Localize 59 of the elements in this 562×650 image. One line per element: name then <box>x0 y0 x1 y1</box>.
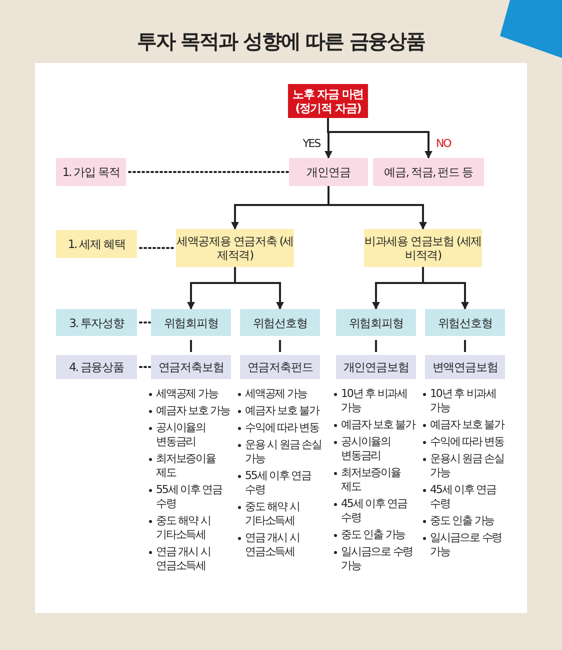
bullet-text: 45세 이후 연금 수령 <box>430 483 498 511</box>
connector-line <box>375 340 377 352</box>
edge-label: YES <box>302 138 320 149</box>
label-box: 개인연금 <box>289 158 368 186</box>
bullet-text: 연금 개시 시 연금소득세 <box>156 545 212 573</box>
bullet-text: 공시이율의 변동금리 <box>341 435 392 463</box>
label-box: 위험선호형 <box>240 309 320 336</box>
connector-line <box>190 340 192 352</box>
label-box: 위험회피형 <box>151 309 231 336</box>
connector-line <box>279 340 281 352</box>
label-box: 개인연금보험 <box>336 355 416 379</box>
bullet-text: 45세 이후 연금 수령 <box>341 497 408 525</box>
label-box: 위험선호형 <box>425 309 505 336</box>
bullet-text: 중도 해약 시 기타소득세 <box>245 500 300 528</box>
start-box: 노후 자금 마련 (정기적 자금) <box>288 84 368 118</box>
dotted-line <box>139 366 151 368</box>
label-box: 연금저축펀드 <box>240 355 320 379</box>
bullet-text: 운용시 원금 손실 가능 <box>430 452 505 480</box>
arrow <box>234 267 284 310</box>
label-box: 예금, 적금, 펀드 등 <box>373 158 484 186</box>
bullet-text: 55세 이후 연금 수령 <box>156 483 224 511</box>
connector-line <box>464 340 466 352</box>
bullet-text: 공시이율의 변동금리 <box>156 421 206 449</box>
label-box: 1. 가입 목적 <box>56 158 126 186</box>
bullet-text: 최저보증이율 제도 <box>156 452 217 480</box>
bullet-text: 예금자 보호 불가 <box>341 418 415 432</box>
bullet-text: 중도 인출 가능 <box>430 514 494 528</box>
bullet-text: 예금자 보호 불가 <box>430 418 504 432</box>
bullet-text: 세액공제 가능 <box>156 387 218 401</box>
label-box: 1. 세제 혜택 <box>56 230 137 258</box>
edge-label: NO <box>436 138 452 149</box>
bullet-text: 세액공제 가능 <box>245 387 307 401</box>
bullet-text: 수익에 따라 변동 <box>245 421 319 435</box>
label-box: 비과세용 연금보험 (세제비적격) <box>364 229 482 267</box>
label-box: 3. 투자성향 <box>56 309 137 336</box>
bullet-text: 10년 후 비과세 가능 <box>430 387 497 415</box>
bullet-text: 예금자 보호 불가 <box>245 404 319 418</box>
bullet-text: 55세 이후 연금 수령 <box>245 469 312 497</box>
bullet-text: 10년 후 비과세 가능 <box>341 387 408 415</box>
bullet-text: 운용 시 원금 손실 가능 <box>245 438 322 466</box>
title: 투자 목적과 성향에 따른 금융상품 <box>136 28 426 55</box>
bullet-text: 일시금으로 수령 가능 <box>430 531 503 559</box>
bullet-text: 연금 개시 시 연금소득세 <box>245 531 300 559</box>
bullet-text: 일시금으로 수령 가능 <box>341 545 414 573</box>
label-box: 세액공제용 연금저축 (세제적격) <box>176 229 294 267</box>
arrow <box>422 267 469 310</box>
label-box: 4. 금융상품 <box>56 355 137 379</box>
dotted-line <box>139 322 151 324</box>
label-box: 위험회피형 <box>336 309 416 336</box>
bullet-text: 최저보증이율 제도 <box>341 466 402 494</box>
bullet-text: 수익에 따라 변동 <box>430 435 504 449</box>
arrow <box>327 118 432 159</box>
dotted-line <box>139 247 176 249</box>
bullet-text: 중도 인출 가능 <box>341 528 406 542</box>
bullet-text: 중도 해약 시 기타소득세 <box>156 514 212 542</box>
label-box: 변액연금보험 <box>425 355 505 379</box>
dotted-line <box>128 171 289 173</box>
label-box: 연금저축보험 <box>151 355 231 379</box>
bullet-text: 예금자 보호 가능 <box>156 404 230 418</box>
